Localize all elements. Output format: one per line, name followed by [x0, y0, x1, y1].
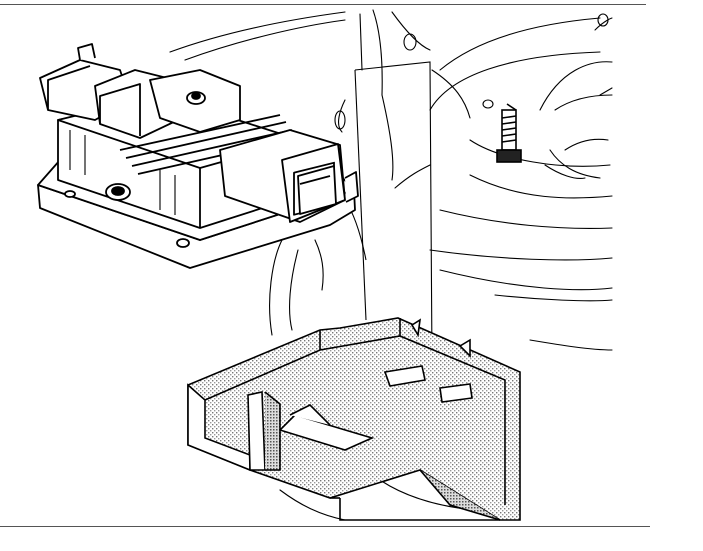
alignment-guides	[344, 61, 433, 363]
control-module-icon	[37, 43, 359, 269]
vehicle-floor-panel-icon	[169, 9, 613, 521]
bottom-rule	[0, 526, 650, 527]
top-rule	[0, 4, 646, 5]
mounting-bracket-icon	[187, 317, 521, 521]
mounting-stud-icon	[496, 103, 522, 163]
